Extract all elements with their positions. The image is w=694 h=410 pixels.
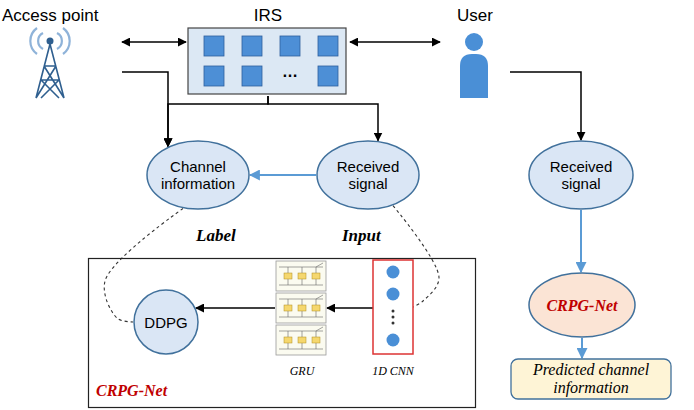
info-ellipse: Channel information [146,140,250,210]
node-label: CRPG-Net [96,381,167,400]
arrow-link [350,41,440,43]
gru-gate [284,305,292,311]
antenna-tip [47,38,54,45]
edge-label: Label [196,226,236,246]
signal-ellipse: Received signal [528,140,634,210]
gru-gate [284,273,292,279]
gru-block: GRU [275,260,329,384]
node-label: Received signal [539,158,623,192]
node-label: Channel information [157,158,240,192]
ellipse-outline [134,290,198,354]
arrow-link [250,174,316,176]
gru-gate [298,337,306,343]
irs-element [242,36,262,56]
arrow-link [268,96,378,141]
ellipse-outline [317,141,419,209]
node-label: … [278,62,302,82]
signal-ellipse: Received signal [316,140,420,210]
network-ellipse: CRPG-Net [528,272,636,338]
arrow-link [510,72,581,140]
edge-label: Input [342,226,381,246]
irs-surface [188,28,346,94]
irs-panel: IRS … [186,4,350,96]
node-label: Received signal [327,158,410,192]
irs-element [318,36,338,56]
gru-wires [279,327,323,349]
ddpg-ellipse: DDPG [133,289,199,355]
ellipse-outline [529,273,635,337]
user-body [460,54,488,98]
irs-element [280,36,300,56]
ellipsis-dot [392,310,395,313]
node-label: 1D CNN [360,364,426,378]
irs-element [204,36,224,56]
arrow-link [122,72,168,146]
user-head [465,33,483,51]
user-icon: User [440,4,510,100]
gru-cell [276,325,326,355]
arrow-link [581,338,583,358]
gru-gate [284,337,292,343]
gru-wires [279,295,323,317]
irs-element [318,66,338,86]
gru-gate [312,273,320,279]
neuron-dot [387,288,400,301]
arrow-link [327,307,373,309]
gru-cell [276,293,326,323]
frame-outline [89,259,476,408]
arrow-link [580,210,582,272]
gru-gate [312,305,320,311]
node-label: Access point [2,6,98,26]
ellipse-outline [529,141,633,209]
gru-gate [298,273,306,279]
cnn-block: 1D CNN [360,260,426,384]
node-label: Predicted channel information [517,361,666,397]
gru-wires [279,263,323,285]
tower-legs [36,44,64,98]
node-label: DDPG [144,314,187,331]
node-label: User [440,6,510,26]
gru-gate [312,337,320,343]
output-box: Predicted channel information [510,358,672,400]
irs-element [204,66,224,86]
node-label: IRS [186,6,350,26]
arrow-link [168,96,268,146]
ellipsis-dot [392,322,395,325]
gru-gate [298,305,306,311]
node-label: CRPG-Net [546,296,617,315]
ellipsis-dot [392,316,395,319]
cnn-frame [373,260,413,354]
arrow-link [196,307,275,309]
irs-element [242,66,262,86]
node-label: GRU [275,364,329,378]
gru-cell [276,261,326,291]
network-frame: DDPG GRU 1D CNN CRPG-Net [88,258,476,408]
box-outline [511,359,671,399]
neuron-dot [387,266,400,279]
ellipse-outline [147,141,249,209]
gru-area [275,260,327,356]
neuron-dot [387,334,400,347]
arrow-link [122,41,186,43]
radio-waves [30,28,69,54]
access-point-icon: Access point [0,4,122,100]
